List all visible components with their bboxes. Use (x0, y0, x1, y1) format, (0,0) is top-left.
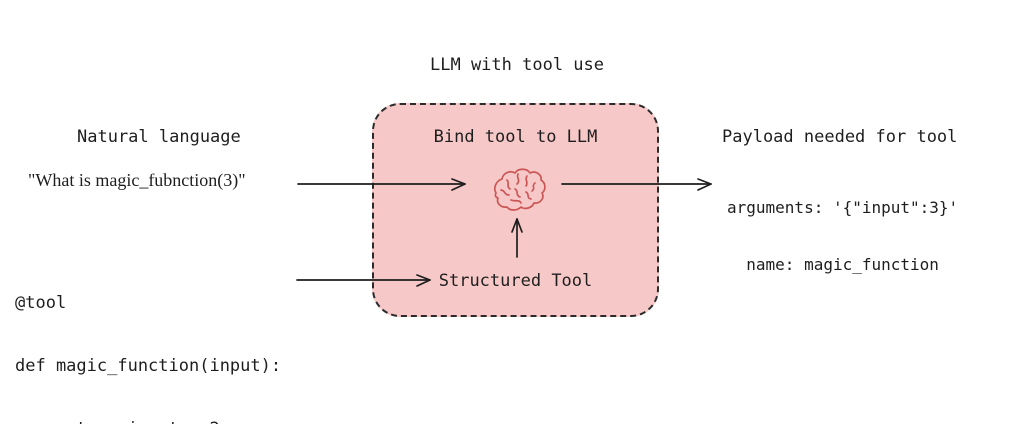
payload-line: arguments: '{"input":3}' (727, 198, 959, 217)
tool-code-block: @tool def magic_function(input): return … (15, 251, 281, 424)
natural-language-label: Natural language (77, 127, 241, 147)
diagram-title: LLM with tool use (430, 55, 604, 75)
code-line: @tool (15, 293, 67, 313)
code-line: return input + 2 (15, 419, 281, 424)
payload-label: Payload needed for tool (722, 127, 958, 147)
structured-tool-label: Structured Tool (438, 271, 593, 291)
brain-icon (493, 168, 546, 211)
natural-language-quote: "What is magic_fubnction(3)" (28, 170, 246, 190)
payload-line: name: magic_function (727, 255, 939, 274)
code-line: def magic_function(input): (15, 356, 282, 376)
bind-tool-label: Bind tool to LLM (433, 127, 598, 147)
bind-tool-box: Bind tool to LLM Structured Tool (372, 103, 659, 317)
payload-lines: arguments: '{"input":3}' name: magic_fun… (727, 160, 958, 312)
